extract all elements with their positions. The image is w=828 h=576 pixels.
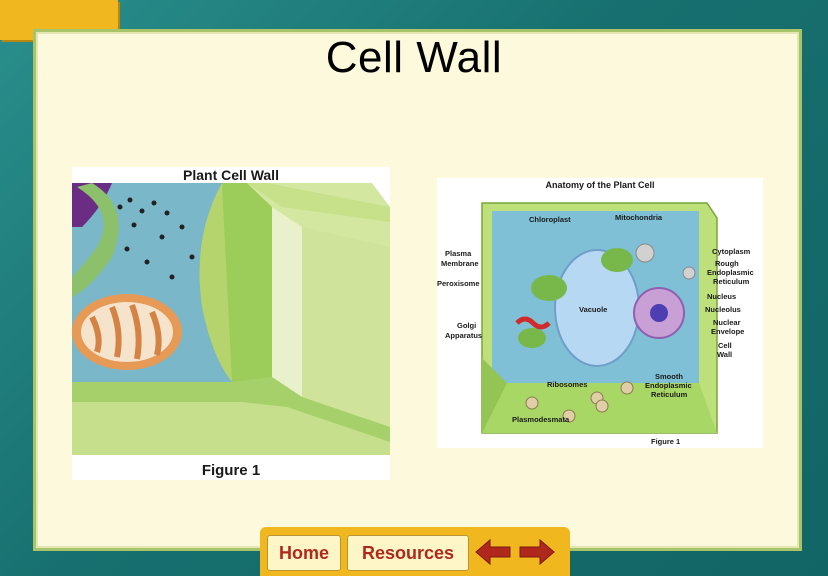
label-plasma-1: Plasma [445,249,472,258]
plant-cell-anatomy-illustration: Anatomy of the Plant Cell Chloroplast Mi… [437,178,763,448]
navigation-bar: Home Resources [260,527,570,576]
figure-caption-right: Figure 1 [651,437,680,446]
slide-title: Cell Wall [325,33,503,82]
label-cytoplasm: Cytoplasm [712,247,751,256]
label-nucleus: Nucleus [707,292,736,301]
label-ribosomes: Ribosomes [547,380,587,389]
label-rough-3: Reticulum [713,277,750,286]
label-peroxisome: Peroxisome [437,279,480,288]
figure-caption-left: Figure 1 [202,462,260,479]
label-envelope-1: Nuclear [713,318,741,327]
home-button[interactable]: Home [267,535,341,571]
anatomy-heading: Anatomy of the Plant Cell [545,180,654,190]
label-wall-2: Wall [717,350,732,359]
arrow-right-icon[interactable] [518,537,556,567]
label-rough-2: Endoplasmic [707,268,754,277]
label-nucleolus: Nucleolus [705,305,741,314]
resources-button[interactable]: Resources [347,535,469,571]
label-chloroplast: Chloroplast [529,215,571,224]
label-smooth-2: Endoplasmic [645,381,692,390]
label-rough-1: Rough [715,259,739,268]
arrow-left-icon[interactable] [474,537,512,567]
label-vacuole: Vacuole [579,305,607,314]
plant-cell-wall-illustration: Plant Cell Wall Figure 1 [72,167,390,480]
label-smooth-3: Reticulum [651,390,688,399]
label-golgi-2: Apparatus [445,331,482,340]
plant-cell-anatomy-image: Anatomy of the Plant Cell Chloroplast Mi… [437,178,763,448]
label-plasmodesmata: Plasmodesmata [512,415,570,424]
label-plasma-2: Membrane [441,259,479,268]
plant-cell-wall-image: Plant Cell Wall Figure 1 [72,167,390,480]
label-smooth-1: Smooth [655,372,683,381]
plant-cell-wall-heading: Plant Cell Wall [183,167,279,183]
label-mitochondria: Mitochondria [615,213,663,222]
label-golgi-1: Golgi [457,321,476,330]
label-envelope-2: Envelope [711,327,744,336]
label-wall-1: Cell [718,341,732,350]
